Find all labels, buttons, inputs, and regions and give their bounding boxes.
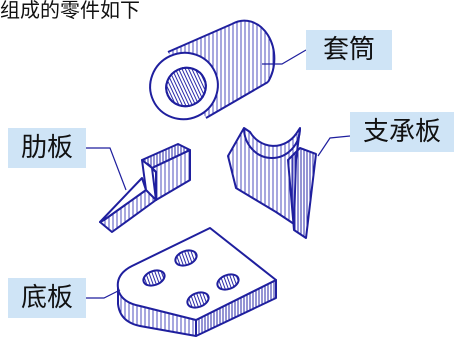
- label-sleeve: 套筒: [306, 30, 392, 70]
- rib-part: [99, 143, 191, 233]
- base-plate-part: [116, 227, 277, 337]
- leader-line-base-plate: [86, 289, 121, 299]
- leader-line-support-plate: [317, 135, 351, 157]
- label-support-plate: 支承板: [350, 112, 454, 152]
- header-caption: 组成的零件如下: [0, 0, 140, 22]
- leader-line-sleeve: [262, 49, 307, 65]
- sleeve-part: [149, 19, 276, 121]
- support-plate-part: [227, 127, 317, 239]
- label-rib: 肋板: [8, 128, 86, 168]
- leader-line-rib: [86, 147, 127, 191]
- label-base-plate: 底板: [8, 278, 86, 318]
